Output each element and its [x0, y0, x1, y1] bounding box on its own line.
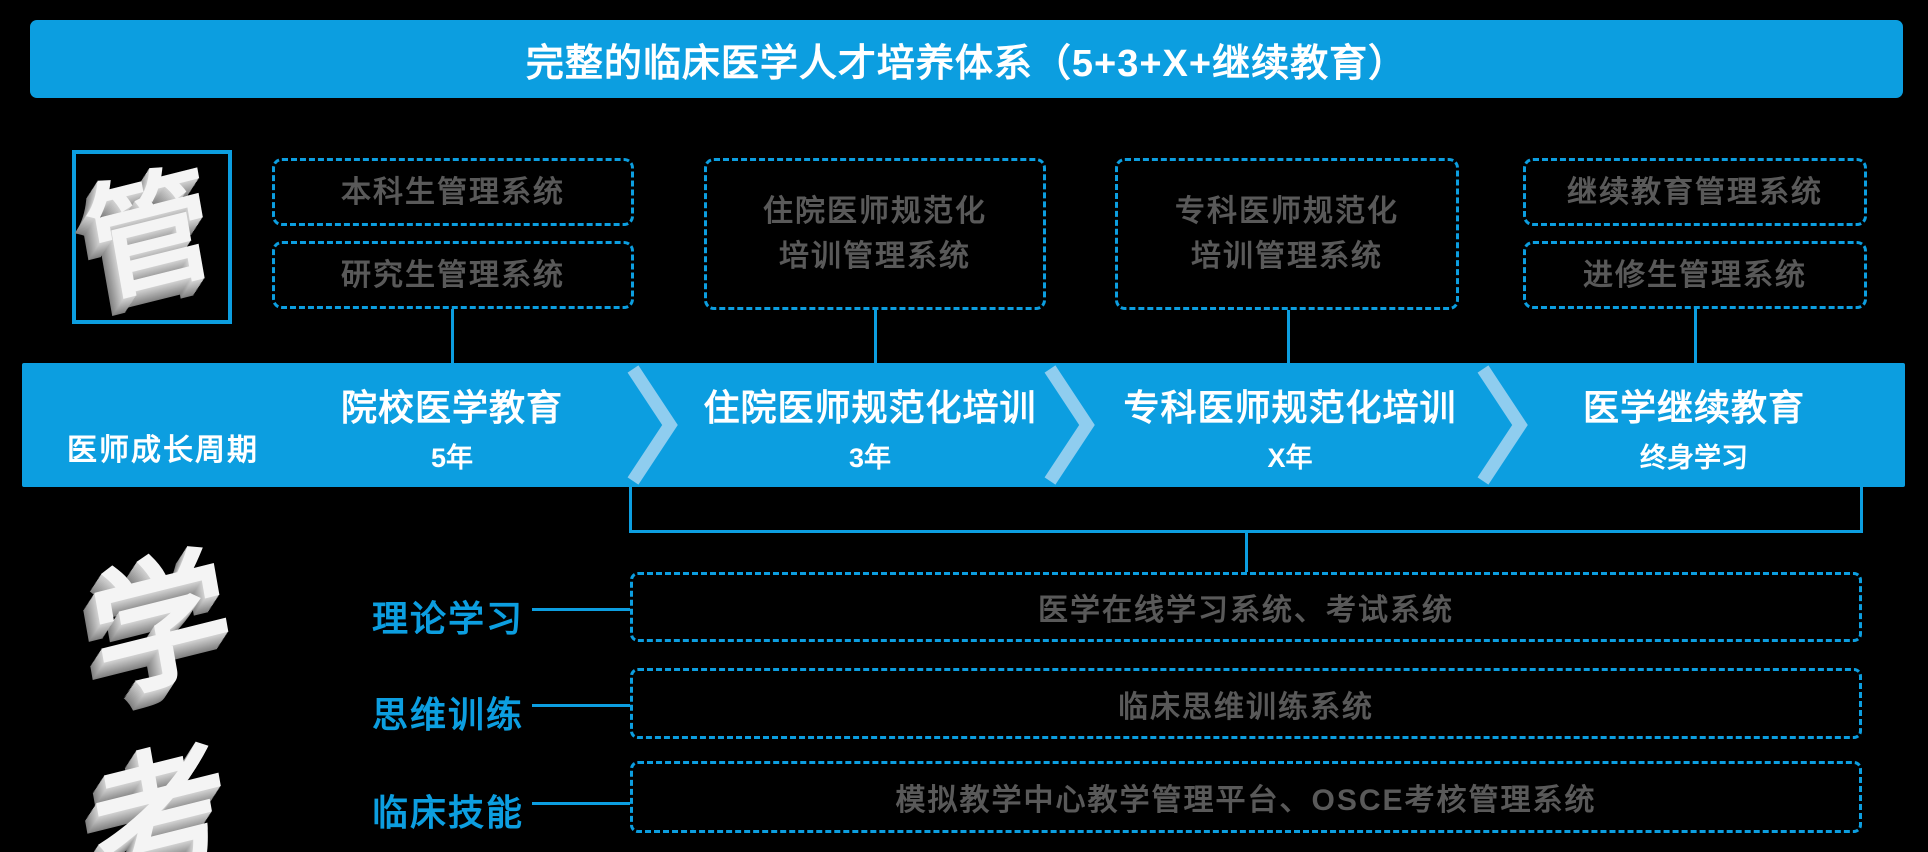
undergrad-system-box: 本科生管理系统 — [272, 158, 634, 226]
title-banner: 完整的临床医学人才培养体系（5+3+X+继续教育） — [30, 20, 1903, 98]
stage-specialist-training: 专科医师规范化培训 X年 — [1080, 363, 1500, 487]
stage-duration: 3年 — [848, 443, 892, 473]
resident-system-line1: 住院医师规范化 — [763, 195, 987, 228]
manage-icon-frame — [72, 150, 232, 324]
clinical-skills-system-label: 模拟教学中心教学管理平台、OSCE考核管理系统 — [895, 784, 1597, 817]
stage-duration: X年 — [1267, 443, 1313, 473]
stage-continuing-education: 医学继续教育 终身学习 — [1484, 363, 1904, 487]
stage-college-education: 院校医学教育 5年 — [242, 363, 662, 487]
exam-3d-icon: 考 — [80, 723, 244, 852]
timeline-band — [22, 363, 1905, 487]
continuing-system-label: 继续教育管理系统 — [1567, 175, 1823, 209]
chevron-right-icon — [1477, 365, 1528, 485]
stage-title: 医学继续教育 — [1582, 387, 1805, 428]
postgrad-system-label: 研究生管理系统 — [341, 258, 565, 292]
page-title: 完整的临床医学人才培养体系（5+3+X+继续教育） — [525, 42, 1408, 85]
thinking-system-label: 临床思维训练系统 — [1118, 690, 1374, 724]
connector-line — [451, 309, 454, 363]
bracket-line — [1860, 487, 1863, 530]
manage-3d-icon: 管 — [77, 149, 225, 320]
postgrad-system-box: 研究生管理系统 — [272, 241, 634, 309]
timeline-axis-label: 医师成长周期 — [67, 434, 259, 467]
advanced-system-label: 进修生管理系统 — [1583, 258, 1807, 292]
continuing-education-system-box: 继续教育管理系统 — [1523, 158, 1867, 226]
label-connector-line — [532, 802, 630, 805]
stage-duration: 5年 — [430, 443, 474, 473]
specialist-system-line2: 培训管理系统 — [1191, 240, 1383, 273]
stage-duration: 终身学习 — [1640, 443, 1748, 473]
row-label-thinking: 思维训练 — [371, 694, 524, 735]
connector-line — [874, 310, 877, 363]
bracket-line — [1245, 530, 1248, 572]
specialist-training-system-box: 专科医师规范化 培训管理系统 — [1115, 158, 1459, 310]
chevron-right-icon — [627, 365, 678, 485]
label-connector-line — [532, 704, 630, 707]
stage-title: 院校医学教育 — [340, 387, 563, 428]
chevron-right-icon — [1044, 365, 1095, 485]
resident-system-line2: 培训管理系统 — [779, 240, 971, 273]
theory-system-label: 医学在线学习系统、考试系统 — [1038, 594, 1454, 627]
stage-title: 专科医师规范化培训 — [1123, 387, 1457, 428]
thinking-system-box: 临床思维训练系统 — [630, 668, 1862, 739]
undergrad-system-label: 本科生管理系统 — [341, 175, 565, 209]
theory-system-box: 医学在线学习系统、考试系统 — [630, 572, 1862, 642]
row-label-theory: 理论学习 — [371, 598, 524, 639]
connector-line — [1287, 310, 1290, 363]
resident-training-system-box: 住院医师规范化 培训管理系统 — [704, 158, 1046, 310]
connector-line — [1694, 309, 1697, 363]
clinical-skills-system-box: 模拟教学中心教学管理平台、OSCE考核管理系统 — [630, 761, 1862, 833]
study-3d-icon: 学 — [80, 531, 244, 720]
bracket-line — [629, 487, 632, 530]
advanced-trainee-system-box: 进修生管理系统 — [1523, 241, 1867, 309]
stage-title: 住院医师规范化培训 — [703, 387, 1037, 428]
label-connector-line — [532, 608, 630, 611]
stage-resident-training: 住院医师规范化培训 3年 — [660, 363, 1080, 487]
specialist-system-line1: 专科医师规范化 — [1175, 195, 1399, 228]
row-label-clinical-skills: 临床技能 — [371, 792, 524, 833]
